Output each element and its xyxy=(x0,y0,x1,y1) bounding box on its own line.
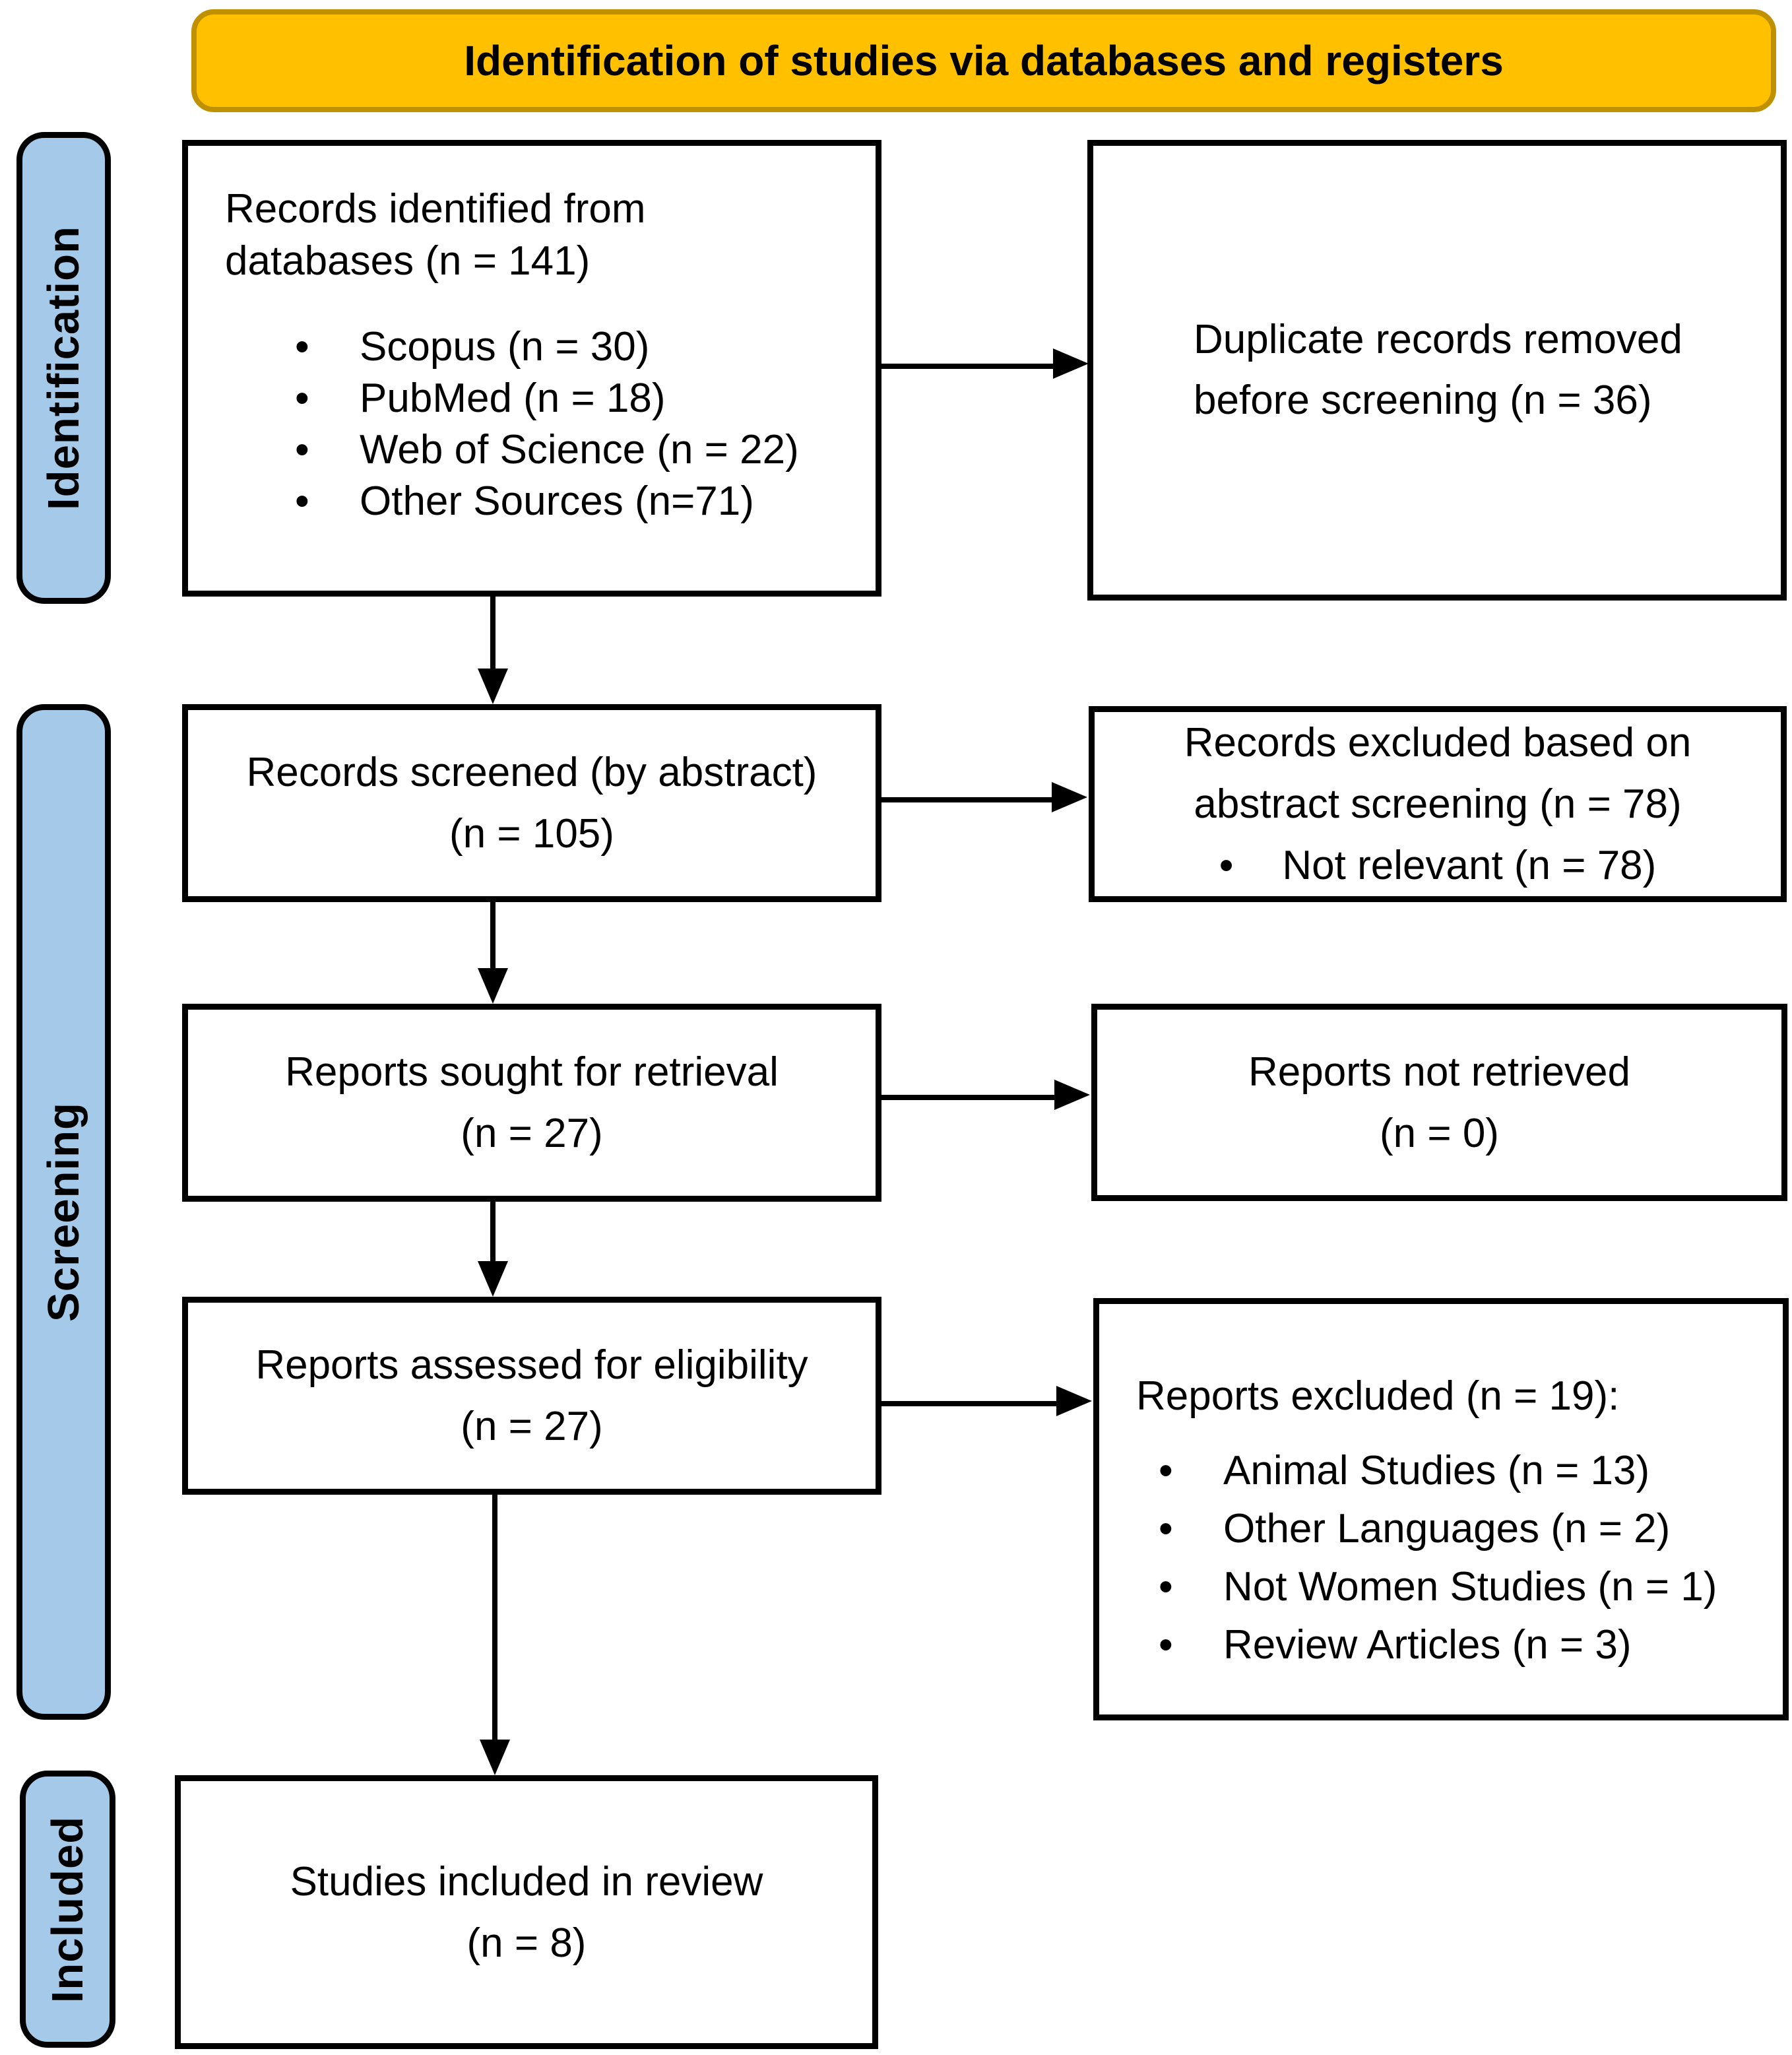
list-item: Animal Studies (n = 13) xyxy=(1159,1442,1767,1500)
studies-included-count: (n = 8) xyxy=(466,1920,587,1966)
reports-excluded-title: Reports excluded (n = 19): xyxy=(1136,1373,1620,1419)
duplicates-removed-line1: Duplicate records removed xyxy=(1194,317,1682,362)
records-screened-title: Records screened (by abstract) xyxy=(246,750,817,795)
box-records-excluded: Records excluded based on abstract scree… xyxy=(1089,706,1787,902)
list-item: Scopus (n = 30) xyxy=(295,321,876,373)
records-excluded-line2: abstract screening (n = 78) xyxy=(1194,781,1682,827)
records-excluded-reason: Not relevant (n = 78) xyxy=(1282,843,1657,888)
reports-not-retrieved-title: Reports not retrieved xyxy=(1248,1049,1630,1095)
arrowhead-icon xyxy=(1056,1386,1092,1416)
list-item: Web of Science (n = 22) xyxy=(295,424,876,476)
stage-label-identification: Identification xyxy=(39,226,89,510)
list-item: Other Languages (n = 2) xyxy=(1159,1500,1767,1558)
arrow-assessed-to-excluded xyxy=(881,1401,1058,1406)
arrowhead-icon xyxy=(478,968,508,1004)
arrowhead-icon xyxy=(478,669,508,704)
box-reports-assessed: Reports assessed for eligibility (n = 27… xyxy=(182,1297,881,1495)
duplicates-removed-line2: before screening (n = 36) xyxy=(1194,377,1652,423)
arrowhead-icon xyxy=(1052,782,1087,812)
box-reports-not-retrieved: Reports not retrieved (n = 0) xyxy=(1091,1004,1787,1201)
stage-chip-identification: Identification xyxy=(16,132,111,604)
arrow-sought-to-assessed xyxy=(490,1202,496,1261)
box-studies-included: Studies included in review (n = 8) xyxy=(175,1775,878,2049)
records-excluded-line1: Records excluded based on xyxy=(1184,720,1692,766)
stage-chip-included: Included xyxy=(20,1771,115,2048)
list-item: Not relevant (n = 78) xyxy=(1219,835,1657,896)
reports-excluded-reasons: Animal Studies (n = 13) Other Languages … xyxy=(1159,1442,1767,1674)
source-scopus: Scopus (n = 30) xyxy=(360,324,650,370)
source-web-of-science: Web of Science (n = 22) xyxy=(360,427,799,473)
reason-review-articles: Review Articles (n = 3) xyxy=(1223,1622,1632,1668)
box-duplicates-removed: Duplicate records removed before screeni… xyxy=(1087,140,1787,601)
stage-chip-screening: Screening xyxy=(16,704,111,1720)
reason-animal-studies: Animal Studies (n = 13) xyxy=(1223,1448,1650,1493)
arrow-identified-to-duplicates xyxy=(881,364,1054,369)
reports-not-retrieved-count: (n = 0) xyxy=(1380,1110,1499,1156)
arrow-sought-to-not-retrieved xyxy=(881,1095,1056,1100)
reports-sought-title: Reports sought for retrieval xyxy=(285,1049,779,1095)
arrow-screened-to-sought xyxy=(490,902,496,968)
title-banner: Identification of studies via databases … xyxy=(191,9,1776,112)
list-item: PubMed (n = 18) xyxy=(295,373,876,424)
arrow-screened-to-excluded xyxy=(881,797,1053,802)
arrow-assessed-to-included xyxy=(492,1495,497,1740)
source-other: Other Sources (n=71) xyxy=(360,478,754,524)
reports-sought-count: (n = 27) xyxy=(461,1111,603,1156)
arrowhead-icon xyxy=(1053,348,1089,379)
records-identified-text: Records identified from databases (n = 1… xyxy=(188,146,876,287)
stage-label-included: Included xyxy=(43,1815,92,2003)
box-reports-sought: Reports sought for retrieval (n = 27) xyxy=(182,1004,881,1202)
records-identified-line1: Records identified from xyxy=(225,186,646,232)
list-item: Review Articles (n = 3) xyxy=(1159,1616,1767,1674)
arrowhead-icon xyxy=(478,1261,508,1297)
reason-not-women-studies: Not Women Studies (n = 1) xyxy=(1223,1564,1717,1610)
arrowhead-icon xyxy=(480,1740,510,1775)
records-screened-count: (n = 105) xyxy=(449,811,614,857)
records-identified-line2: databases (n = 141) xyxy=(225,238,591,284)
box-records-screened: Records screened (by abstract) (n = 105) xyxy=(182,704,881,902)
reports-assessed-title: Reports assessed for eligibility xyxy=(255,1342,808,1388)
arrow-identified-to-screened xyxy=(490,597,496,669)
reports-assessed-count: (n = 27) xyxy=(461,1404,603,1449)
studies-included-title: Studies included in review xyxy=(290,1858,763,1905)
list-item: Other Sources (n=71) xyxy=(295,476,876,527)
box-records-identified: Records identified from databases (n = 1… xyxy=(182,140,881,597)
box-reports-excluded: Reports excluded (n = 19): Animal Studie… xyxy=(1093,1298,1789,1720)
arrowhead-icon xyxy=(1054,1080,1090,1110)
records-identified-sources: Scopus (n = 30) PubMed (n = 18) Web of S… xyxy=(295,321,876,527)
stage-label-screening: Screening xyxy=(39,1102,89,1322)
list-item: Not Women Studies (n = 1) xyxy=(1159,1558,1767,1616)
reason-other-languages: Other Languages (n = 2) xyxy=(1223,1506,1671,1551)
source-pubmed: PubMed (n = 18) xyxy=(360,375,666,421)
banner-title: Identification of studies via databases … xyxy=(464,37,1504,84)
